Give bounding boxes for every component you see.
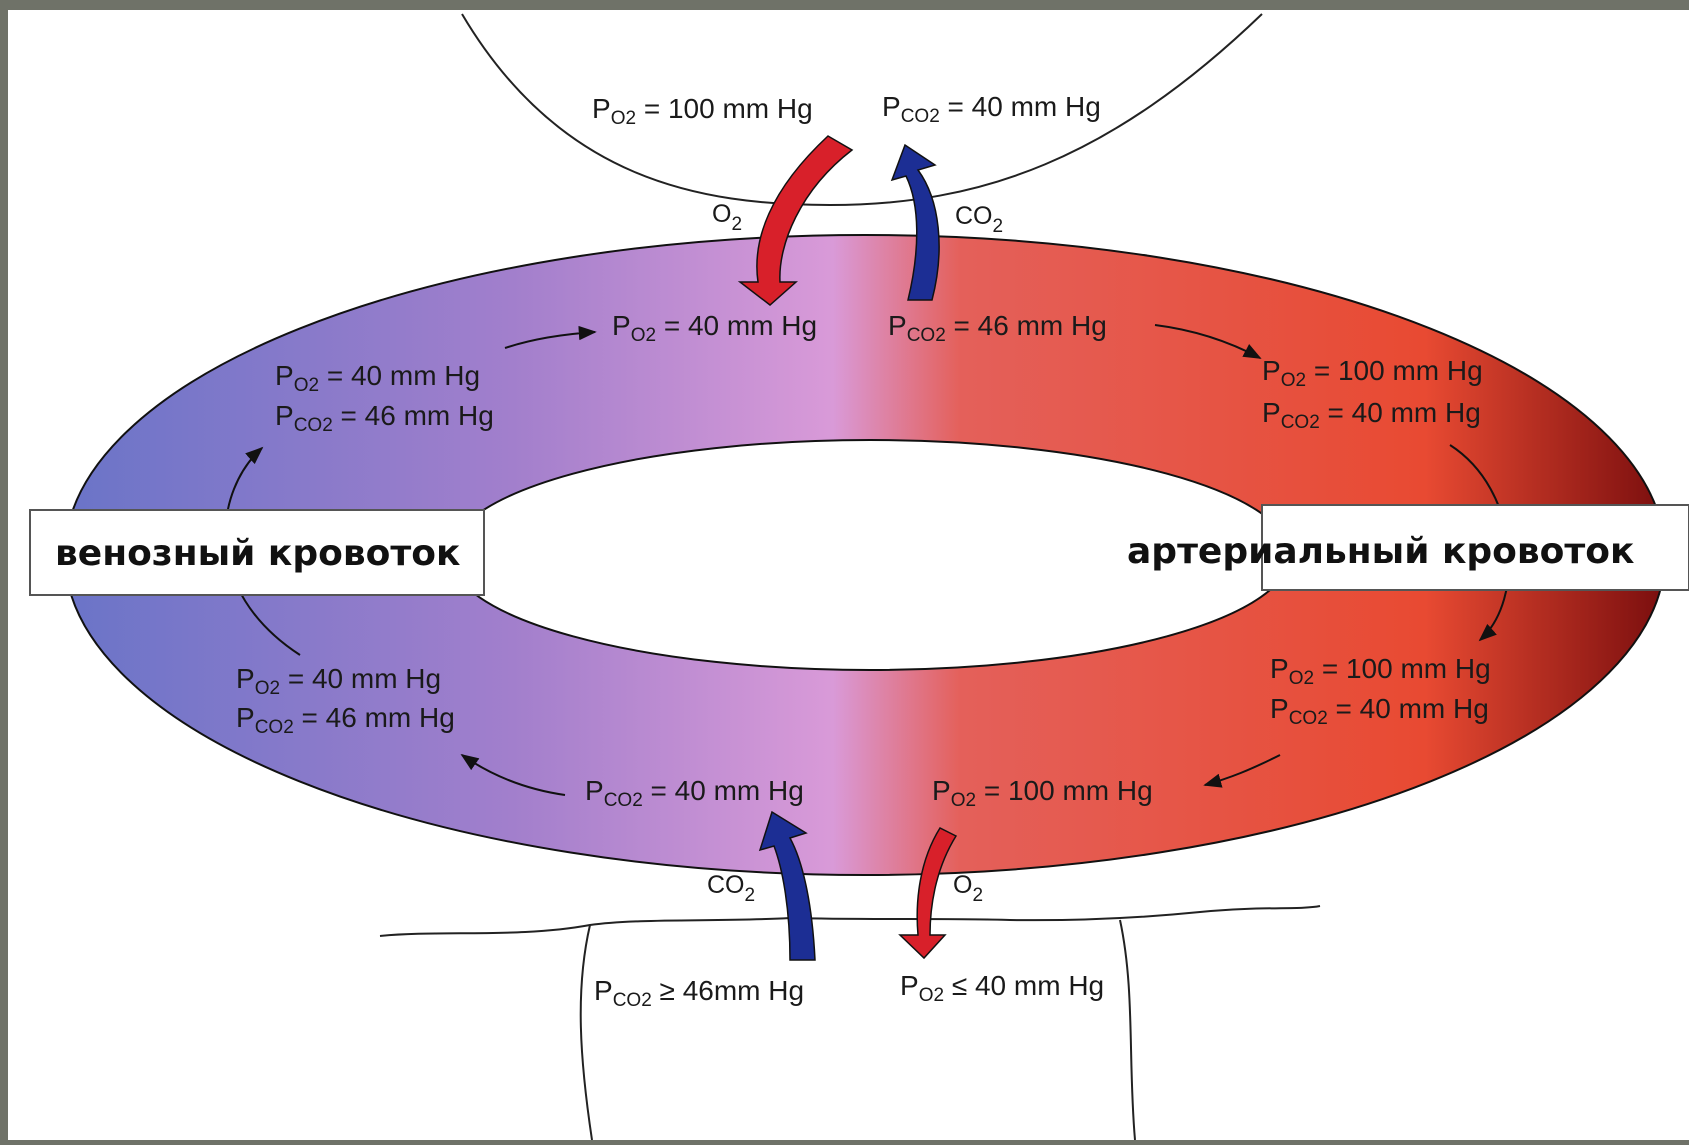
arterial-label: артериальный кровоток	[1127, 531, 1634, 572]
venous-label: венозный кровоток	[55, 533, 460, 574]
